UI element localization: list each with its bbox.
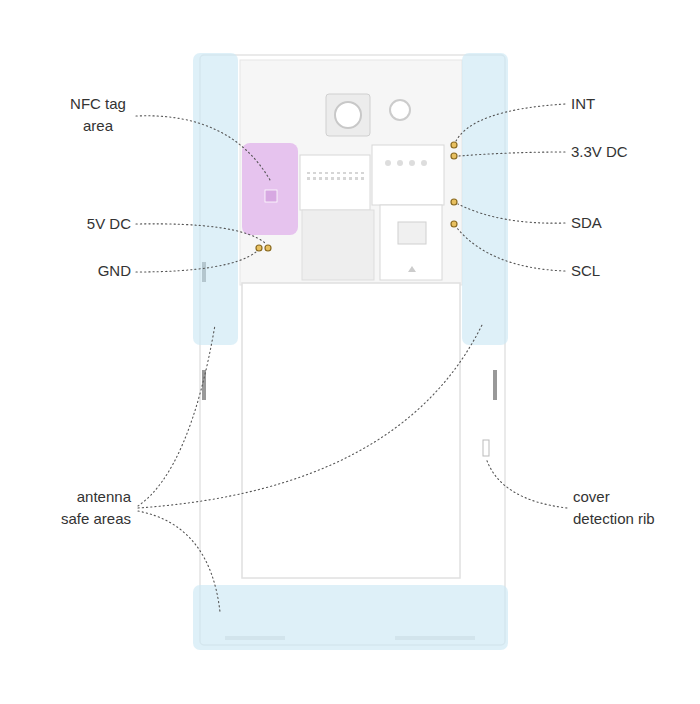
nfc-tag-area	[242, 143, 298, 235]
sim-arrow	[408, 266, 416, 272]
pin-label: 5V DC	[51, 213, 131, 235]
antenna-safe-area	[193, 585, 508, 650]
leader-line	[136, 104, 567, 612]
sd-bay	[302, 210, 374, 280]
antenna-label: antenna safe areas	[51, 486, 131, 530]
interior-area	[240, 60, 462, 285]
side-button	[493, 370, 497, 400]
antenna-safe-area	[462, 53, 508, 345]
sd-contacts	[305, 172, 365, 180]
flash	[390, 100, 410, 120]
sim-slot-2	[380, 205, 442, 280]
phone-body	[200, 55, 505, 645]
sim-contacts	[385, 160, 427, 166]
pin-label: INT	[571, 93, 681, 115]
sim-chip	[398, 222, 426, 244]
pogo-pin	[256, 142, 457, 251]
pin-label: 3.3V DC	[571, 141, 681, 163]
camera-lens	[335, 102, 361, 128]
nfc-marker	[265, 190, 277, 202]
pin-label: GND	[51, 260, 131, 282]
rib-label: cover detection rib	[573, 486, 673, 530]
cover-detection-rib	[483, 440, 489, 456]
battery-area	[242, 283, 460, 578]
sd-slot	[300, 155, 370, 210]
pin-label: SDA	[571, 212, 681, 234]
sim-slot	[372, 145, 444, 205]
antenna-safe-area	[193, 53, 238, 345]
pin-label: SCL	[571, 260, 681, 282]
camera-module	[326, 94, 370, 136]
nfc-label: NFC tag area	[62, 93, 134, 137]
